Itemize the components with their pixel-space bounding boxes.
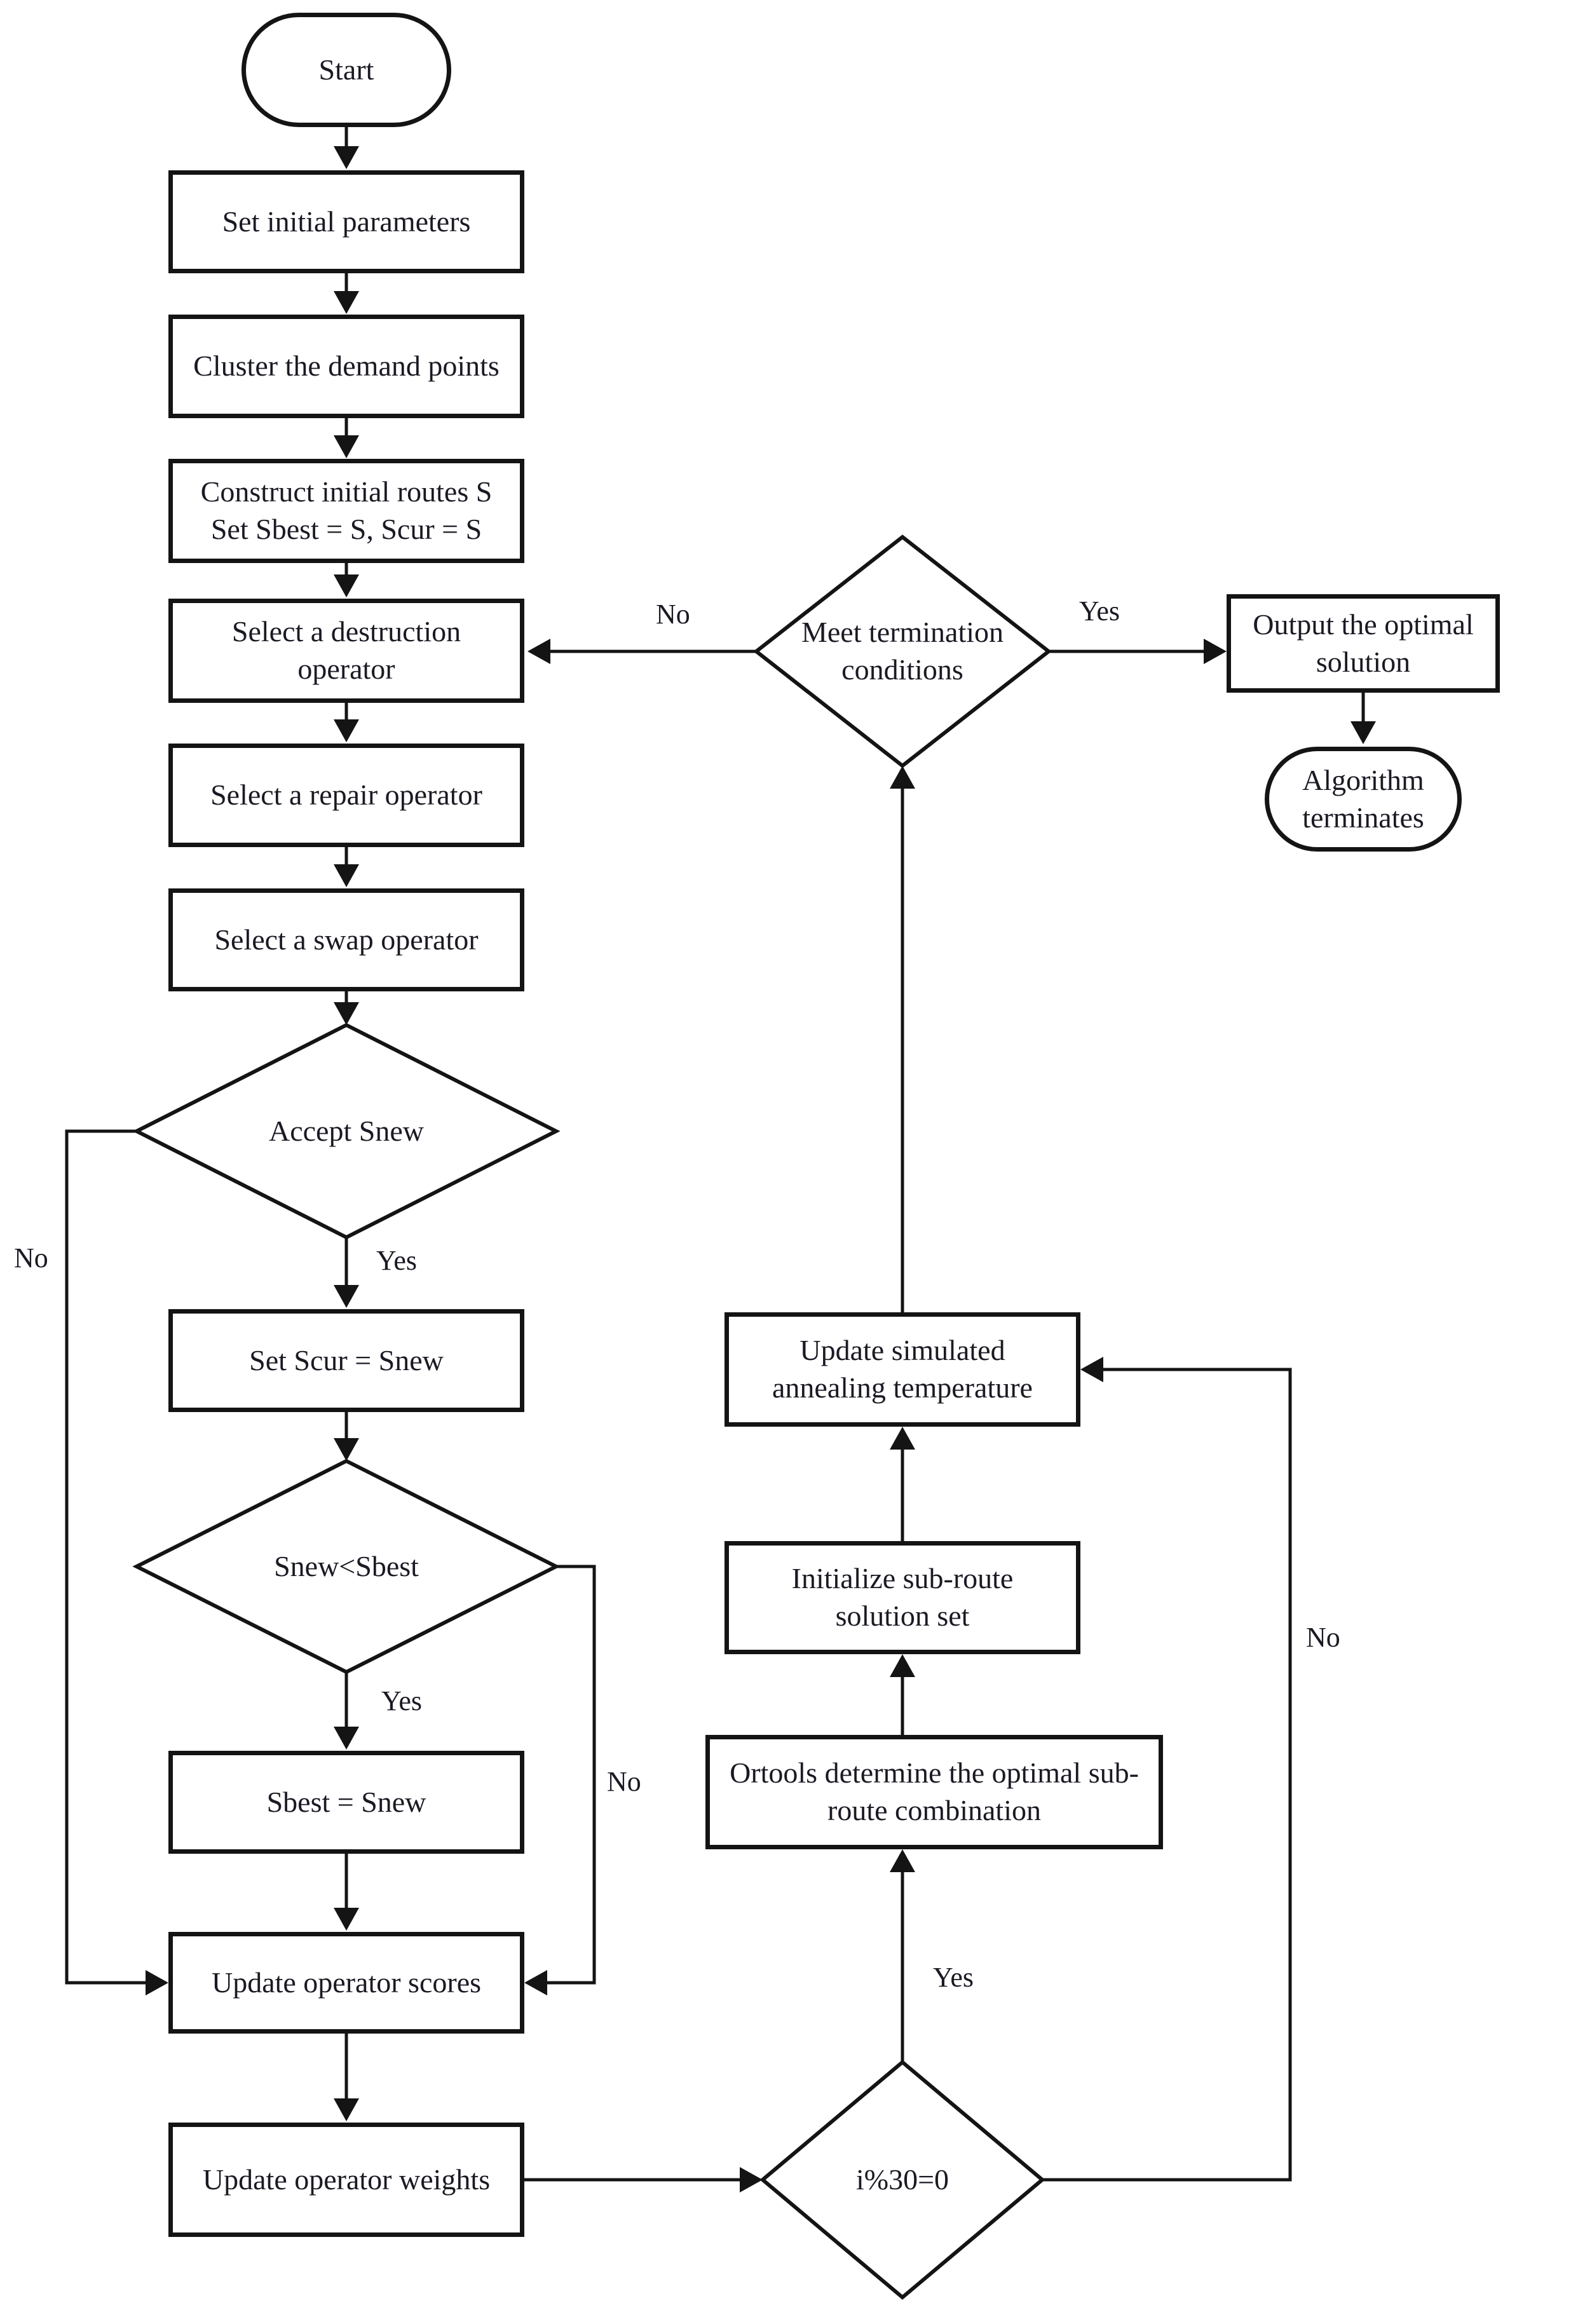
set-sbest-label: Sbest = Snew: [266, 1785, 426, 1818]
arrow-sa-temp-to-termination: [890, 766, 915, 1312]
arrow-set-sbest-to-scores: [334, 1854, 359, 1931]
destruction-label: Select a destruction operator: [231, 615, 461, 685]
termination-label: Meet termination conditions: [801, 616, 1004, 686]
output-label: Output the optimal solution: [1253, 608, 1474, 678]
sa-temp-box: Update simulated annealing temperature: [725, 1312, 1080, 1427]
repair-box: Select a repair operator: [168, 744, 524, 847]
mod-no-label: No: [1306, 1622, 1340, 1653]
accept-no-label: No: [14, 1242, 48, 1274]
ortools-label: Ortools determine the optimal sub-route …: [730, 1757, 1139, 1826]
arrow-termination-no-to-destruction: [527, 639, 756, 664]
destruction-box: Select a destruction operator: [168, 599, 524, 703]
arrow-mod-yes-to-ortools: [890, 1849, 915, 2062]
init-subroute-label: Initialize sub-route solution set: [791, 1562, 1014, 1632]
scores-label: Update operator scores: [211, 1966, 482, 1999]
arrow-set-params-to-cluster: [334, 273, 359, 314]
set-sbest-box: Sbest = Snew: [168, 1751, 524, 1854]
termination-diamond-shape: [753, 534, 1052, 768]
output-box: Output the optimal solution: [1227, 594, 1500, 693]
init-subroute-box: Initialize sub-route solution set: [725, 1541, 1080, 1654]
compare-label: Snew<Sbest: [274, 1549, 419, 1582]
compare-diamond-shape: [132, 1458, 561, 1675]
mod-check-label: i%30=0: [855, 2163, 949, 2196]
set-params-label: Set initial parameters: [222, 205, 471, 238]
weights-label: Update operator weights: [202, 2163, 491, 2196]
construct-label-line2: Set Sbest = S, Scur = S: [210, 513, 482, 545]
weights-box: Update operator weights: [168, 2123, 524, 2237]
arrow-swap-to-accept: [334, 991, 359, 1025]
scores-box: Update operator scores: [168, 1932, 524, 2034]
arrow-compare-no-to-scores: [524, 1565, 596, 1995]
termination-yes-label: Yes: [1079, 595, 1120, 627]
accept-diamond-shape: [132, 1023, 561, 1240]
mod-yes-label: Yes: [933, 1962, 974, 1993]
compare-no-label: No: [607, 1766, 641, 1797]
set-scur-label: Set Scur = Snew: [249, 1343, 444, 1376]
start-label: Start: [318, 53, 374, 86]
end-label: Algorithm terminates: [1302, 763, 1424, 834]
accept-yes-label: Yes: [376, 1245, 418, 1276]
cluster-box: Cluster the demand points: [168, 315, 524, 418]
sa-temp-label: Update simulated annealing temperature: [772, 1334, 1033, 1404]
arrow-start-to-set-params: [334, 127, 359, 169]
arrow-destruction-to-repair: [334, 703, 359, 742]
accept-label: Accept Snew: [269, 1114, 424, 1147]
construct-box: Construct initial routes S Set Sbest = S…: [168, 459, 524, 563]
cluster-label: Cluster the demand points: [193, 350, 500, 383]
termination-no-label: No: [656, 599, 690, 630]
compare-diamond-label: Snew<Sbest: [137, 1511, 556, 1622]
mod-check-diamond-label: i%30=0: [763, 2124, 1042, 2235]
arrow-cluster-to-construct: [334, 418, 359, 458]
arrow-compare-yes-to-set-sbest: [334, 1672, 359, 1750]
arrow-ortools-to-init-subroute: [890, 1654, 915, 1735]
mod-check-diamond-shape: [759, 2060, 1045, 2300]
compare-yes-label: Yes: [381, 1685, 423, 1716]
arrow-accept-yes-to-set-scur: [334, 1237, 359, 1308]
termination-diamond-label: Meet termination conditions: [756, 578, 1049, 724]
ortools-box: Ortools determine the optimal sub-route …: [705, 1735, 1163, 1849]
arrow-repair-to-swap: [334, 847, 359, 887]
arrow-scores-to-weights: [334, 2034, 359, 2121]
repair-label: Select a repair operator: [210, 778, 482, 812]
set-params-box: Set initial parameters: [168, 170, 524, 273]
arrow-output-to-end: [1350, 693, 1376, 744]
construct-label-line1: Construct initial routes S: [200, 475, 493, 508]
end-terminator: Algorithm terminates: [1265, 747, 1462, 852]
start-terminator: Start: [242, 13, 451, 127]
arrow-construct-to-destruction: [334, 563, 359, 597]
swap-label: Select a swap operator: [214, 923, 479, 956]
swap-box: Select a swap operator: [168, 888, 524, 991]
arrow-init-subroute-to-sa-temp: [890, 1427, 915, 1541]
arrow-accept-no-to-scores: [65, 1129, 168, 1995]
arrow-mod-no-to-sa-temp: [1042, 1357, 1292, 2182]
arrow-termination-yes-to-output: [1049, 639, 1227, 664]
arrow-weights-to-mod-check: [524, 2167, 763, 2192]
accept-diamond-label: Accept Snew: [137, 1076, 556, 1186]
set-scur-box: Set Scur = Snew: [168, 1309, 524, 1412]
arrow-set-scur-to-compare: [334, 1412, 359, 1461]
